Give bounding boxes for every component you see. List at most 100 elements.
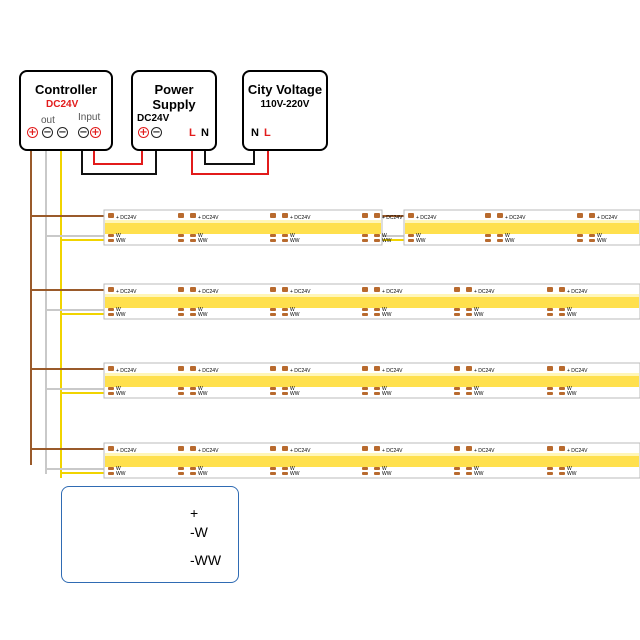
- solder-pad-plus-left: [454, 446, 460, 451]
- legend-ww-label: -WW: [190, 552, 222, 568]
- solder-pad-w-left: [454, 467, 460, 470]
- solder-pad-w-left: [454, 387, 460, 390]
- solder-pad-plus: [282, 446, 288, 451]
- solder-pad-w: [589, 234, 595, 237]
- pad-label-ww: WW: [567, 391, 577, 397]
- solder-pad-w: [108, 308, 114, 311]
- pad-label-plus: + DC24V: [474, 448, 495, 454]
- solder-pad-w: [190, 234, 196, 237]
- power-supply-l-terminal: L: [189, 127, 196, 139]
- pad-label-w: W: [567, 307, 572, 313]
- solder-pad-plus-left: [270, 446, 276, 451]
- solder-pad-plus-left: [485, 213, 491, 218]
- pad-label-plus: + DC24V: [597, 215, 618, 221]
- pad-label-plus: + DC24V: [505, 215, 526, 221]
- pad-label-ww: WW: [382, 471, 392, 477]
- solder-pad-w: [466, 387, 472, 390]
- solder-pad-ww-left: [178, 239, 184, 242]
- solder-pad-w-left: [547, 387, 553, 390]
- solder-pad-ww-left: [362, 472, 368, 475]
- solder-pad-w-left: [270, 308, 276, 311]
- pad-label-w: W: [416, 233, 421, 239]
- solder-pad-ww: [559, 313, 565, 316]
- solder-pad-plus-left: [547, 446, 553, 451]
- pad-label-w: W: [116, 466, 121, 472]
- pad-label-plus: + DC24V: [290, 215, 311, 221]
- solder-pad-ww: [190, 239, 196, 242]
- solder-pad-plus: [559, 366, 565, 371]
- controller-out-plus-terminal: +: [27, 127, 38, 138]
- solder-pad-ww-left: [270, 472, 276, 475]
- solder-pad-ww: [589, 239, 595, 242]
- solder-pad-w: [108, 467, 114, 470]
- solder-pad-w-left: [362, 467, 368, 470]
- led-strip-highlight: [105, 453, 639, 456]
- pad-label-ww: WW: [290, 391, 300, 397]
- solder-pad-w: [466, 308, 472, 311]
- solder-pad-w: [374, 234, 380, 237]
- led-strip-highlight: [105, 220, 381, 223]
- solder-pad-plus: [282, 213, 288, 218]
- led-strip-highlight: [105, 373, 639, 376]
- solder-pad-plus: [190, 287, 196, 292]
- solder-pad-w-left: [547, 308, 553, 311]
- pad-label-ww: WW: [382, 312, 392, 318]
- solder-pad-plus: [374, 287, 380, 292]
- solder-pad-plus-left: [547, 287, 553, 292]
- solder-pad-ww: [374, 392, 380, 395]
- solder-pad-w: [190, 387, 196, 390]
- solder-pad-ww-left: [454, 392, 460, 395]
- solder-pad-ww: [282, 313, 288, 316]
- pad-label-w: W: [116, 233, 121, 239]
- solder-pad-w: [190, 467, 196, 470]
- solder-pad-plus-left: [178, 287, 184, 292]
- solder-pad-w: [466, 467, 472, 470]
- solder-pad-w: [408, 234, 414, 237]
- solder-pad-plus: [190, 446, 196, 451]
- pad-label-plus: + DC24V: [290, 368, 311, 374]
- solder-pad-ww: [190, 392, 196, 395]
- solder-pad-w: [282, 308, 288, 311]
- solder-pad-w-left: [178, 467, 184, 470]
- solder-pad-ww: [374, 239, 380, 242]
- pad-label-w: W: [198, 233, 203, 239]
- pad-label-ww: WW: [290, 238, 300, 244]
- solder-pad-ww-left: [454, 472, 460, 475]
- pad-label-plus: + DC24V: [416, 215, 437, 221]
- pad-label-plus: + DC24V: [116, 368, 137, 374]
- pad-label-w: W: [290, 307, 295, 313]
- pad-label-ww: WW: [116, 391, 126, 397]
- pad-label-w: W: [290, 233, 295, 239]
- solder-pad-w-left: [454, 308, 460, 311]
- solder-pad-plus-left: [547, 366, 553, 371]
- solder-pad-ww: [282, 392, 288, 395]
- solder-pad-plus: [108, 287, 114, 292]
- solder-pad-ww: [108, 472, 114, 475]
- solder-pad-ww-left: [362, 313, 368, 316]
- power-supply-title: Power Supply: [152, 82, 196, 112]
- led-strip-highlight: [105, 294, 639, 297]
- pad-label-ww: WW: [474, 312, 484, 318]
- city-voltage-box: City Voltage 110V-220V N L: [242, 70, 328, 151]
- solder-pad-w: [282, 467, 288, 470]
- pad-label-w: W: [382, 233, 387, 239]
- solder-pad-plus: [466, 366, 472, 371]
- solder-pad-w-left: [178, 387, 184, 390]
- solder-pad-plus: [374, 213, 380, 218]
- solder-pad-plus-left: [178, 446, 184, 451]
- pad-label-plus: + DC24V: [382, 368, 403, 374]
- pad-label-w: W: [474, 466, 479, 472]
- city-voltage-l-terminal: L: [264, 127, 271, 139]
- pad-label-w: W: [198, 466, 203, 472]
- controller-in-plus-terminal: +: [90, 127, 101, 138]
- solder-pad-w-left: [270, 387, 276, 390]
- pad-label-w: W: [382, 466, 387, 472]
- solder-pad-w: [559, 387, 565, 390]
- solder-pad-plus: [559, 446, 565, 451]
- solder-pad-plus-left: [270, 213, 276, 218]
- pad-label-w: W: [567, 466, 572, 472]
- solder-pad-w-left: [577, 234, 583, 237]
- pad-label-w: W: [382, 386, 387, 392]
- solder-pad-plus-left: [362, 366, 368, 371]
- led-strip-glow: [405, 222, 639, 234]
